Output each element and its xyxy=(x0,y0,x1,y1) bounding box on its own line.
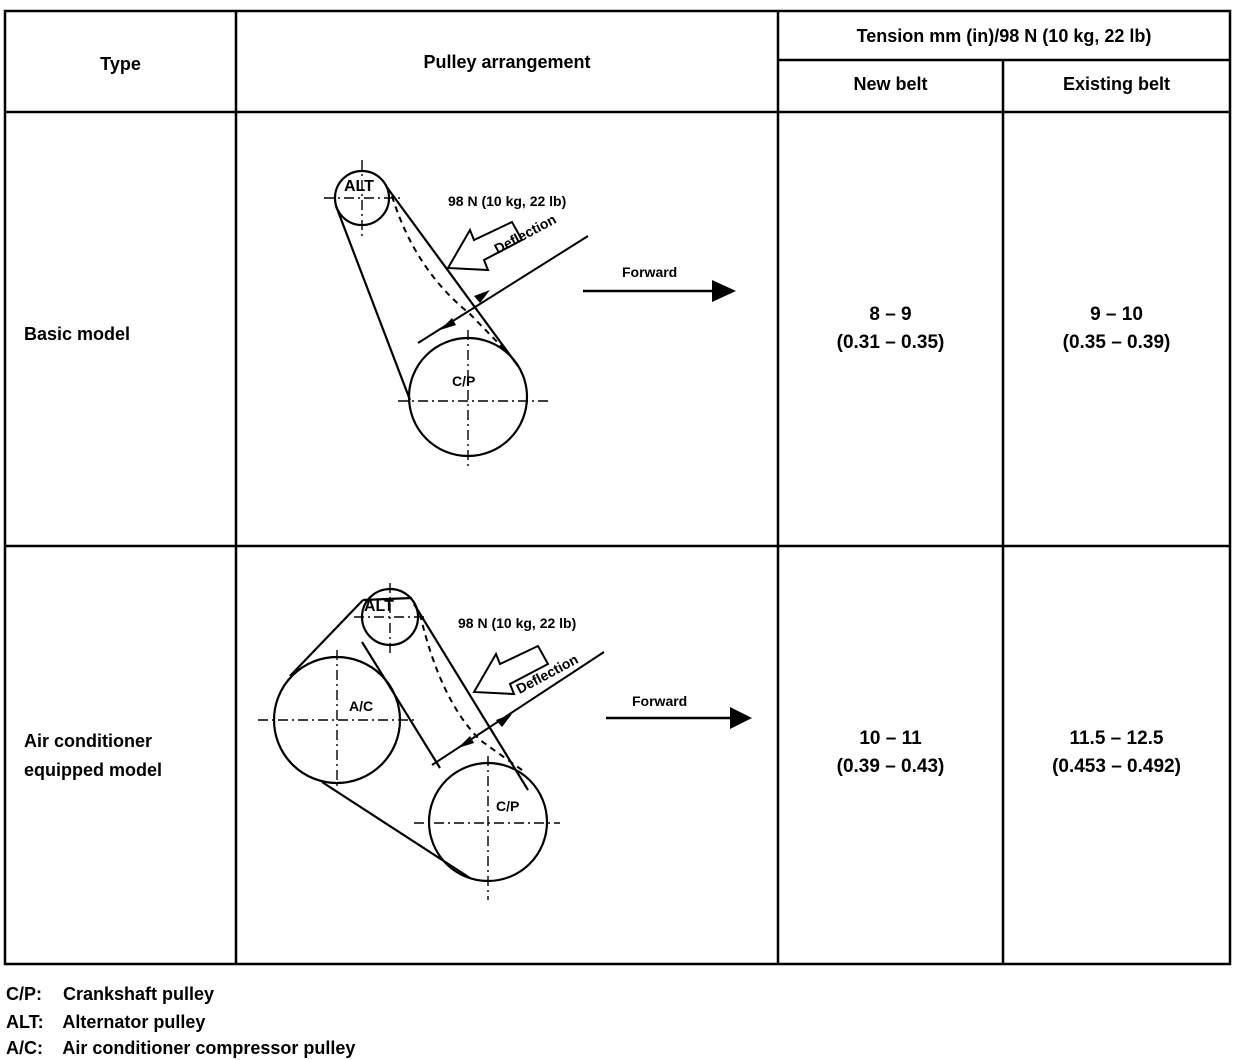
header-existing-belt: Existing belt xyxy=(1062,74,1170,94)
ac-belt-right xyxy=(413,603,529,791)
belt-left xyxy=(334,205,412,401)
row1-existing-belt-mm: 9 – 10 xyxy=(1090,304,1143,325)
row1-existing-belt-in: (0.35 – 0.39) xyxy=(1062,332,1171,353)
ac-forward-arrow-icon xyxy=(730,707,752,729)
row-type-basic-model: Basic model xyxy=(24,324,131,344)
ac-deflection-force-arrow xyxy=(472,644,550,696)
belt-right xyxy=(385,185,519,367)
legend-item-ac: A/C: Air conditioner compressor pulley xyxy=(6,1037,355,1059)
legend-abbr: C/P: xyxy=(6,984,42,1004)
row-type-ac-model-line2: equipped model xyxy=(24,760,163,780)
row2-existing-belt-mm: 11.5 – 12.5 xyxy=(1069,728,1164,749)
ac-load-label: 98 N (10 kg, 22 lb) xyxy=(458,615,577,631)
basic-load-label: 98 N (10 kg, 22 lb) xyxy=(448,193,567,209)
header-type: Type xyxy=(100,54,141,74)
row-type-ac-model-line1: Air conditioner xyxy=(24,731,153,751)
row2-new-belt-mm: 10 – 11 xyxy=(859,728,922,749)
legend-abbr: ALT: xyxy=(6,1012,44,1032)
deflection-force-arrow xyxy=(446,220,524,272)
header-pulley-arrangement: Pulley arrangement xyxy=(423,52,591,72)
basic-forward-label: Forward xyxy=(622,264,678,280)
header-tension: Tension mm (in)/98 N (10 kg, 22 lb) xyxy=(856,26,1152,46)
legend-text: Crankshaft pulley xyxy=(63,984,215,1004)
basic-cp-label: C/P xyxy=(452,373,476,389)
legend-item-alt: ALT: Alternator pulley xyxy=(6,1011,205,1033)
ac-forward-label: Forward xyxy=(632,693,688,709)
legend-item-cp: C/P: Crankshaft pulley xyxy=(6,983,214,1005)
row2-existing-belt-in: (0.453 – 0.492) xyxy=(1052,756,1181,777)
row2-new-belt-in: (0.39 – 0.43) xyxy=(836,756,945,777)
forward-arrow-icon xyxy=(712,280,736,302)
ac-compressor-label: A/C xyxy=(349,698,374,714)
ac-alt-label: ALT xyxy=(364,598,394,615)
row1-new-belt-in: (0.31 – 0.35) xyxy=(836,332,945,353)
legend-text: Alternator pulley xyxy=(62,1012,206,1032)
header-new-belt: New belt xyxy=(853,74,928,94)
ac-belt-top-left xyxy=(289,599,364,677)
legend-text: Air conditioner compressor pulley xyxy=(62,1038,356,1058)
legend-abbr: A/C: xyxy=(6,1038,43,1058)
basic-alt-label: ALT xyxy=(344,178,374,195)
ac-cp-label: C/P xyxy=(496,798,520,814)
ac-belt-bottom xyxy=(321,781,471,879)
deflected-belt xyxy=(391,195,506,351)
row1-new-belt-mm: 8 – 9 xyxy=(869,304,912,325)
